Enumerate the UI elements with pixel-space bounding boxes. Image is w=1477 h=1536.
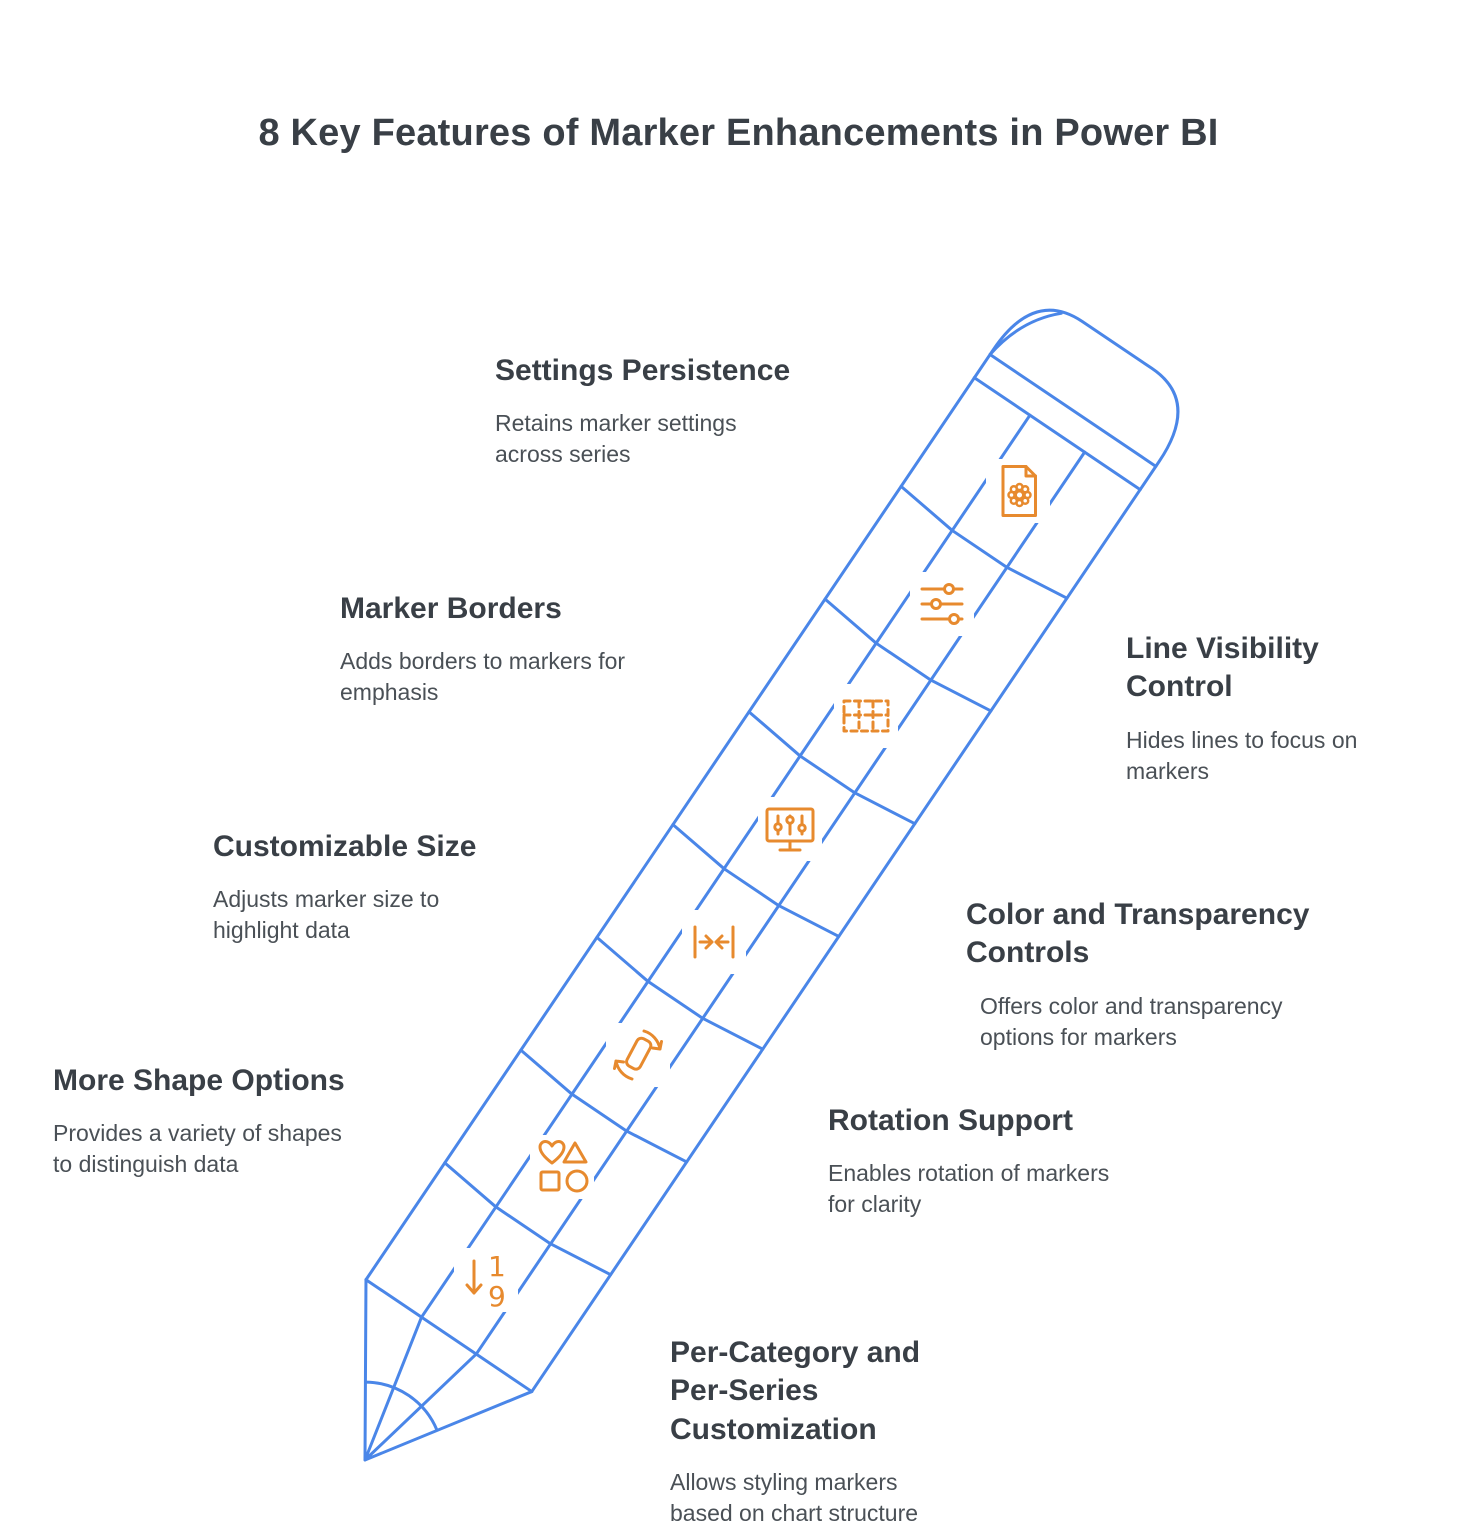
feature-title: Marker Borders — [340, 592, 562, 625]
rotate-icon — [606, 1023, 670, 1087]
feature-description: Adjusts marker size to highlight data — [213, 886, 440, 944]
feature-line-visibility-control: Line Visibility Control Hides lines to f… — [1126, 630, 1396, 786]
shapes-icon — [530, 1135, 594, 1199]
feature-description: Retains marker settings across series — [495, 410, 737, 468]
feature-color-and-transparency-controls: Color and Transparency Controls Offers c… — [966, 896, 1356, 1052]
feature-description: Enables rotation of markers for clarity — [828, 1160, 1110, 1218]
feature-rotation-support: Rotation Support Enables rotation of mar… — [828, 1102, 1148, 1220]
feature-title: Customizable Size — [213, 830, 477, 863]
feature-title: Settings Persistence — [495, 354, 791, 387]
page-title: 8 Key Features of Marker Enhancements in… — [258, 112, 1219, 154]
pencil-body — [364, 376, 1142, 1394]
feature-more-shape-options: More Shape Options Provides a variety of… — [53, 1062, 383, 1180]
pencil-tip-arc — [364, 1380, 439, 1432]
feature-per-category-and-per-series-customization: Per-Category and Per-Series Customizatio… — [670, 1334, 950, 1529]
dashed-table-icon — [834, 684, 898, 748]
feature-title: Line Visibility Control — [1126, 632, 1319, 704]
sliders-icon — [910, 572, 974, 636]
align-arrows-icon — [682, 910, 746, 974]
feature-settings-persistence: Settings Persistence Retains marker sett… — [495, 352, 825, 470]
feature-title: Color and Transparency Controls — [966, 898, 1310, 970]
feature-description: Provides a variety of shapes to distingu… — [53, 1120, 342, 1178]
feature-title: Rotation Support — [828, 1104, 1073, 1137]
feature-description: Adds borders to markers for emphasis — [340, 648, 626, 706]
feature-marker-borders: Marker Borders Adds borders to markers f… — [340, 590, 670, 708]
numeric-sort-digit-top: 1 — [488, 1250, 506, 1283]
feature-title: More Shape Options — [53, 1064, 345, 1097]
feature-customizable-size: Customizable Size Adjusts marker size to… — [213, 828, 513, 946]
feature-description: Hides lines to focus on markers — [1126, 726, 1358, 784]
numeric-sort-icon: 1 9 — [454, 1248, 518, 1312]
feature-description: Offers color and transparency options fo… — [980, 992, 1283, 1050]
document-gear-icon — [986, 459, 1050, 523]
numeric-sort-digit-bottom: 9 — [488, 1280, 506, 1312]
pencil-cap — [972, 353, 1158, 492]
feature-title: Per-Category and Per-Series Customizatio… — [670, 1336, 921, 1446]
pencil-tip — [363, 1278, 534, 1462]
feature-description: Allows styling markers based on chart st… — [670, 1469, 919, 1526]
monitor-sliders-icon — [758, 797, 822, 861]
